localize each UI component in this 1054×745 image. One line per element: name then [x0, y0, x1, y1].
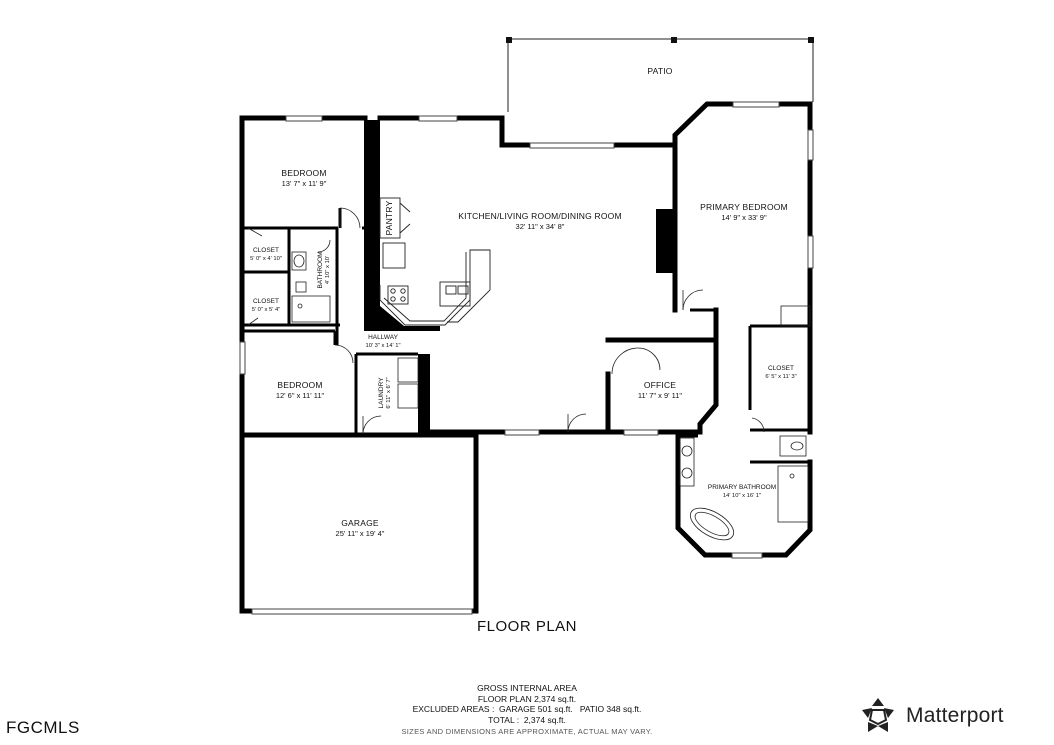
kitchen-dims: 32' 11" x 34' 8" [516, 222, 565, 231]
primary-bedroom-dims: 14' 9" x 33' 9" [721, 213, 767, 222]
door-swings [247, 207, 765, 435]
closet-1-label: CLOSET [253, 247, 279, 254]
closet-2-dims: 5' 0" x 5' 4" [252, 307, 281, 313]
exterior-walls [239, 101, 813, 614]
patio-label: PATIO [647, 66, 672, 76]
closet-1-dims: 5' 0" x 4' 10" [250, 256, 282, 262]
kitchen-label: KITCHEN/LIVING ROOM/DINING ROOM [458, 211, 621, 221]
bathroom-fixtures [291, 251, 811, 541]
matterport-logo-icon [862, 698, 894, 732]
patio-area [506, 37, 814, 112]
garage-dims: 25' 11" x 19' 4" [336, 529, 385, 538]
interior-walls [242, 208, 810, 464]
closet-2-label: CLOSET [253, 298, 279, 305]
closet-primary-dims: 6' 5" x 11' 3" [765, 374, 796, 380]
closet-primary-label: CLOSET [768, 365, 794, 372]
disclaimer-text: SIZES AND DIMENSIONS ARE APPROXIMATE, AC… [401, 727, 653, 736]
room-labels: PATIO BEDROOM 13' 7" x 11' 9" KITCHEN/LI… [250, 66, 797, 538]
summary-line-1: GROSS INTERNAL AREA [477, 683, 577, 693]
laundry-label: LAUNDRY [378, 377, 385, 409]
kitchen-counters [379, 197, 491, 326]
office-label: OFFICE [644, 380, 676, 390]
area-summary: GROSS INTERNAL AREA FLOOR PLAN 2,374 sq.… [0, 683, 1054, 725]
pantry-label: PANTRY [384, 200, 394, 235]
matterport-name: Matterport [906, 704, 1004, 727]
bedroom-bottom-dims: 12' 6" x 11' 11" [276, 391, 325, 400]
bedroom-top-label: BEDROOM [281, 168, 326, 178]
fireplace [656, 209, 675, 273]
summary-line-3: EXCLUDED AREAS : GARAGE 501 sq.ft. PATIO… [412, 704, 642, 714]
floor-plan-title: FLOOR PLAN [476, 618, 578, 635]
hallway-label: HALLWAY [368, 334, 399, 341]
bedroom-top-dims: 13' 7" x 11' 9" [282, 179, 327, 188]
garage-label: GARAGE [341, 518, 379, 528]
bedroom-bottom-label: BEDROOM [277, 380, 322, 390]
matterport-brand: Matterport [858, 696, 1048, 736]
primary-bathroom-label: PRIMARY BATHROOM [708, 484, 776, 491]
kitchen-wall [364, 120, 440, 434]
summary-line-4: TOTAL : 2,374 sq.ft. [488, 714, 566, 725]
laundry-dims: 6' 11" x 6' 7" [386, 377, 392, 408]
windows [239, 101, 814, 615]
office-dims: 11' 7" x 9' 11" [638, 391, 683, 400]
bathroom-label: BATHROOM [317, 251, 324, 288]
primary-bathroom-dims: 14' 10" x 16' 1" [723, 493, 761, 499]
primary-bedroom-label: PRIMARY BEDROOM [700, 202, 788, 212]
mls-logo: FGCMLS [6, 718, 80, 737]
hallway-dims: 10' 3" x 14' 1" [365, 343, 400, 349]
bathroom-dims: 4' 10" x 10' [325, 256, 331, 284]
summary-line-2: FLOOR PLAN 2,374 sq.ft. [477, 693, 577, 704]
